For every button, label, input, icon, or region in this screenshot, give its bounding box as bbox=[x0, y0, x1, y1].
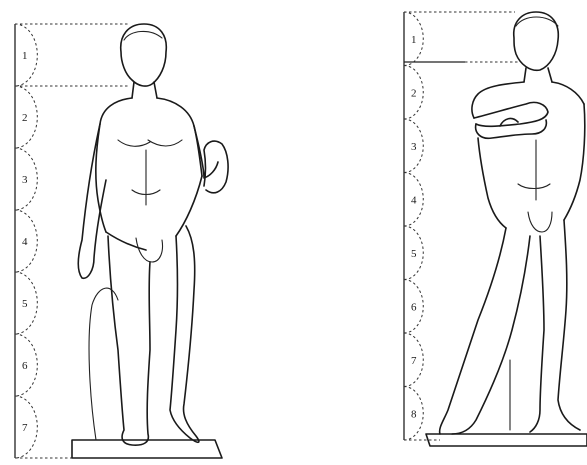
left-plinth bbox=[72, 440, 222, 458]
right-leg-standing-inner bbox=[530, 236, 544, 432]
left-unit-label-6: 6 bbox=[22, 360, 28, 372]
left-chest-detail bbox=[118, 140, 182, 205]
left-unit-label-7: 7 bbox=[22, 422, 28, 434]
left-torso-outline bbox=[96, 98, 202, 232]
left-unit-label-5: 5 bbox=[22, 298, 28, 310]
left-unit-label-1: 1 bbox=[22, 50, 28, 62]
left-unit-label-2: 2 bbox=[22, 112, 28, 124]
left-neck bbox=[132, 82, 157, 98]
right-leg-extended bbox=[440, 228, 506, 434]
right-shoulders bbox=[472, 82, 584, 118]
right-arm-upper bbox=[474, 102, 548, 126]
left-unit-label-3: 3 bbox=[22, 174, 28, 186]
right-unit-label-4: 4 bbox=[411, 194, 417, 206]
left-hips bbox=[106, 176, 202, 250]
left-arm-hanging bbox=[78, 124, 106, 278]
left-scale: 1 2 3 4 5 6 7 bbox=[15, 24, 130, 458]
right-statue bbox=[426, 12, 587, 446]
right-unit-label-5: 5 bbox=[411, 248, 417, 260]
right-unit-label-8: 8 bbox=[411, 408, 417, 420]
right-leg-extended-inner bbox=[452, 236, 530, 434]
right-unit-label-6: 6 bbox=[411, 301, 417, 313]
left-groin bbox=[136, 238, 163, 262]
left-head bbox=[121, 24, 167, 86]
left-leg-right bbox=[108, 236, 150, 445]
left-unit-label-4: 4 bbox=[22, 236, 28, 248]
right-groin bbox=[528, 212, 552, 232]
right-unit-label-1: 1 bbox=[411, 34, 417, 46]
left-leg-left bbox=[170, 226, 199, 442]
right-unit-label-7: 7 bbox=[411, 355, 417, 367]
right-leg-standing bbox=[558, 220, 580, 430]
right-unit-label-3: 3 bbox=[411, 141, 417, 153]
right-unit-label-2: 2 bbox=[411, 87, 417, 99]
right-plinth bbox=[426, 434, 587, 446]
left-hair bbox=[124, 31, 162, 40]
left-statue bbox=[72, 24, 228, 458]
right-chest-detail bbox=[518, 140, 550, 200]
